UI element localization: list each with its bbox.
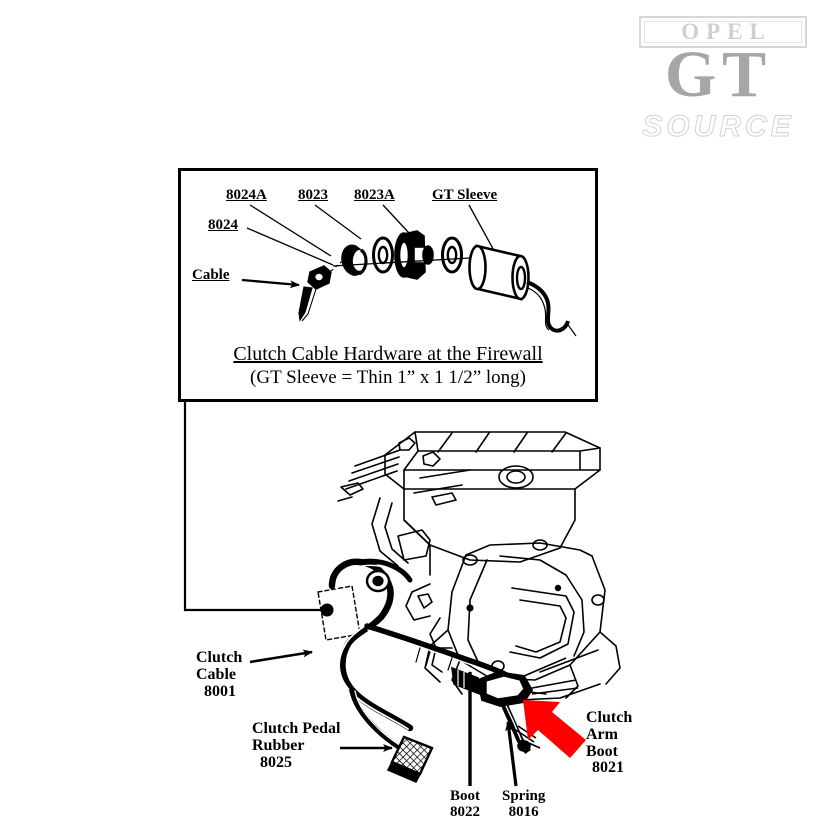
inset-caption-title: Clutch Cable Hardware at the Firewall	[233, 343, 543, 365]
inset-label-8023: 8023	[298, 187, 328, 203]
callout-clutch-cable: Clutch Cable 8001	[196, 649, 243, 700]
opel-wordmark: OPEL	[681, 19, 772, 44]
inset-label-cable: Cable	[192, 267, 230, 283]
inset-caption-subtitle: (GT Sleeve = Thin 1” x 1 1/2” long)	[250, 367, 526, 388]
inset-label-8024: 8024	[208, 217, 238, 233]
callout-spring-part: 8016	[508, 803, 539, 820]
callout-boot-part: 8022	[450, 803, 480, 820]
callout-boot: Boot 8022	[450, 788, 480, 821]
callout-clutch-pedal-rubber-line1: Clutch Pedal	[252, 720, 341, 737]
callout-clutch-pedal-rubber-part: 8025	[260, 753, 292, 771]
opel-logo-box: OPEL	[639, 16, 807, 48]
callout-clutch-cable-part: 8001	[204, 682, 236, 700]
callout-clutch-pedal-rubber: Clutch Pedal Rubber 8025	[252, 720, 341, 771]
callout-spring: Spring 8016	[502, 788, 546, 821]
callout-clutch-arm-boot-line2: Arm	[586, 725, 618, 743]
callout-clutch-arm-boot-part: 8021	[592, 759, 624, 777]
callout-clutch-arm-boot-line1: Clutch	[586, 709, 633, 726]
inset-label-gt-sleeve: GT Sleeve	[432, 187, 498, 203]
callout-clutch-arm-boot: Clutch Arm Boot 8021	[586, 709, 633, 777]
inset-caption: Clutch Cable Hardware at the Firewall (G…	[178, 343, 598, 389]
callout-boot-line1: Boot	[450, 788, 480, 804]
inset-label-8023a: 8023A	[354, 187, 395, 203]
callout-clutch-cable-line1: Clutch	[196, 649, 243, 666]
gt-wordmark: GT	[664, 38, 773, 111]
callout-clutch-arm-boot-line3: Boot	[586, 742, 618, 760]
source-wordmark: SOURCE	[642, 110, 795, 143]
callout-clutch-pedal-rubber-line2: Rubber	[252, 736, 305, 754]
opel-gt-source-logo: OPEL GT SOURCE	[611, 4, 826, 154]
callout-spring-line1: Spring	[502, 788, 546, 804]
callout-clutch-cable-line2: Cable	[196, 665, 236, 683]
inset-label-8024a: 8024A	[226, 187, 267, 203]
opel-logo-box-inner	[644, 21, 802, 43]
